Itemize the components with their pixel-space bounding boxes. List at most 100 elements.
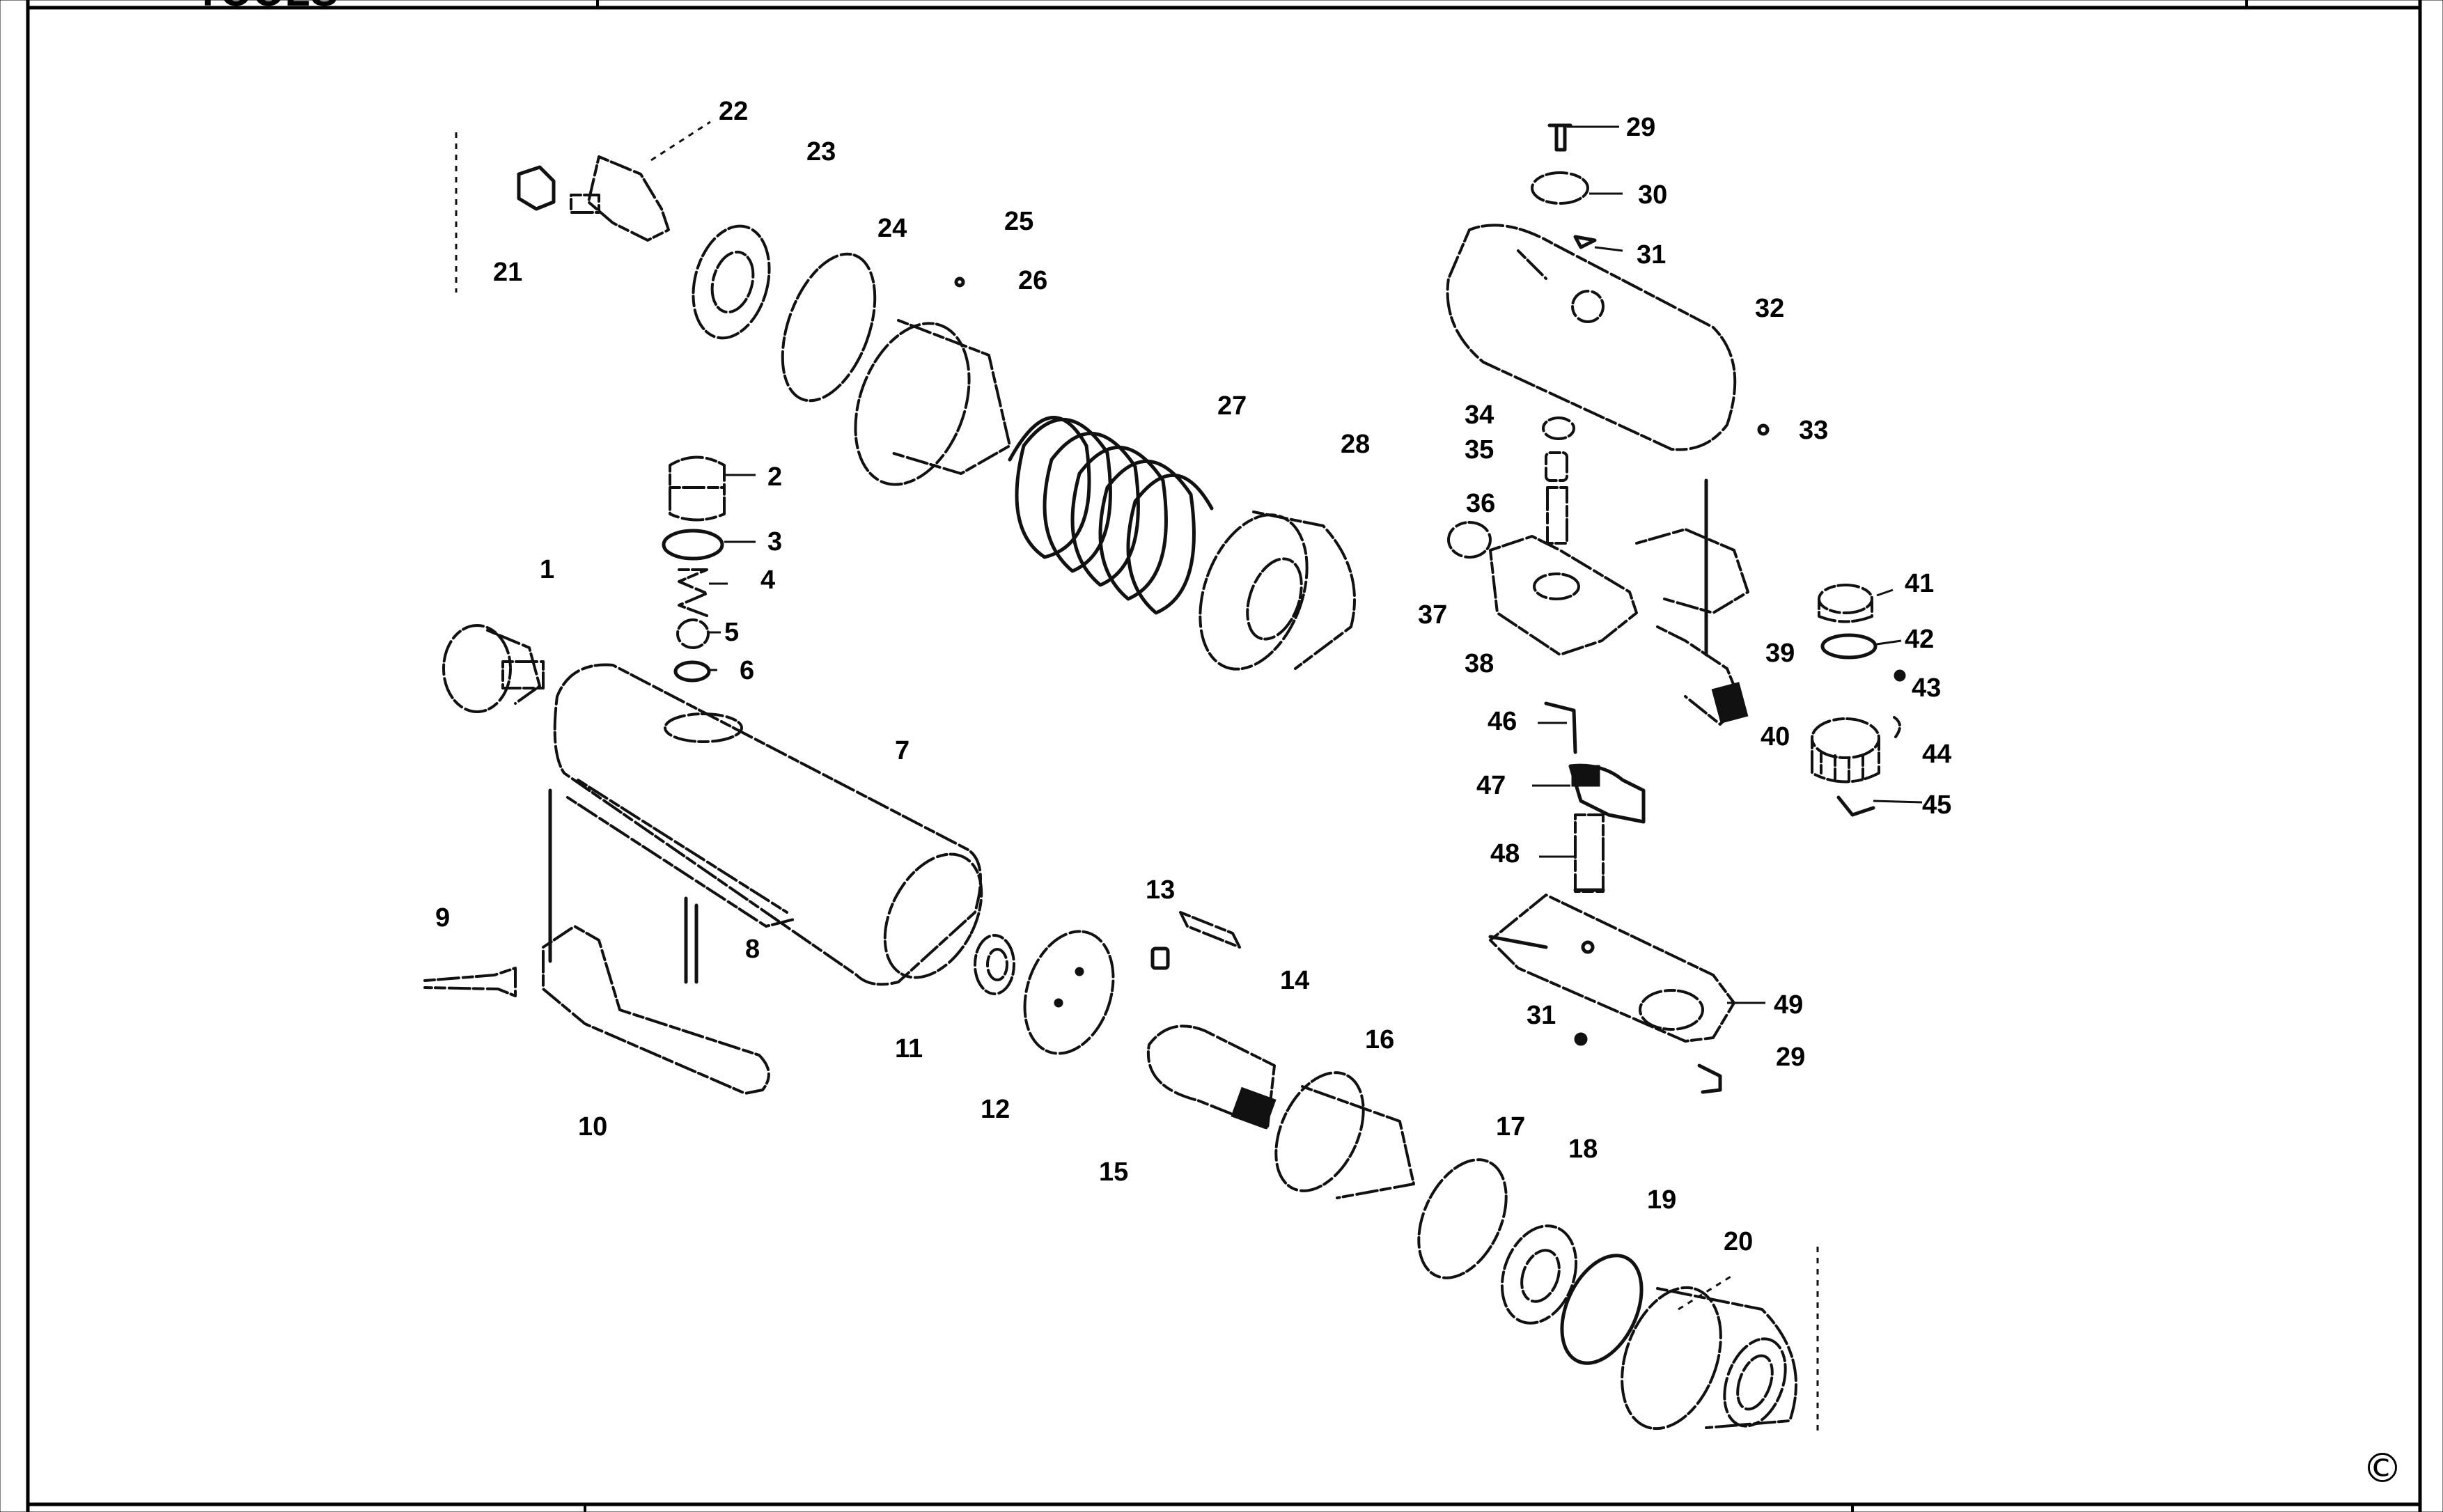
part-26-pin xyxy=(954,276,965,288)
copyright-symbol: © xyxy=(2362,1444,2403,1492)
part-24-ring xyxy=(781,252,877,403)
callout-c38: 38 xyxy=(1465,649,1494,678)
callout-c41: 41 xyxy=(1905,569,1934,598)
part-46-pin xyxy=(1544,701,1577,754)
part-23-bearing xyxy=(692,224,771,340)
callout-c40: 40 xyxy=(1761,722,1790,751)
part-49-lower-plate xyxy=(1488,894,1735,1043)
part-42-washer xyxy=(1820,633,1878,660)
part-9-fitting xyxy=(423,788,552,997)
parts-artwork xyxy=(423,123,1906,1435)
part-29-screw-top xyxy=(1547,123,1572,152)
callout-c39: 39 xyxy=(1765,639,1795,668)
callout-c37: 37 xyxy=(1418,600,1447,630)
callout-c2: 2 xyxy=(767,462,782,492)
callout-c24: 24 xyxy=(877,214,907,243)
callout-c19: 19 xyxy=(1647,1185,1676,1215)
part-45-spring-clip xyxy=(1836,795,1875,817)
callout-c9: 9 xyxy=(435,903,450,933)
callout-c26: 26 xyxy=(1018,266,1047,295)
part-5-valve xyxy=(676,618,710,649)
part-31-pin-bottom xyxy=(1574,1032,1588,1046)
callout-c32: 32 xyxy=(1755,294,1784,323)
callout-c3: 3 xyxy=(767,527,782,556)
callout-c22: 22 xyxy=(719,97,748,126)
part-18-bearing xyxy=(1500,1224,1578,1325)
callout-c29b: 29 xyxy=(1776,1043,1805,1072)
part-4-spring xyxy=(678,568,708,617)
callout-c44: 44 xyxy=(1922,740,1951,769)
callout-c34: 34 xyxy=(1465,400,1494,430)
callout-c23: 23 xyxy=(806,137,836,166)
part-17-end-plate xyxy=(1417,1158,1508,1279)
callout-c7: 7 xyxy=(895,736,910,765)
leader-lines xyxy=(650,120,1923,1311)
part-1-end-cap xyxy=(442,624,545,713)
part-11-bearing xyxy=(974,934,1015,995)
part-21-nut xyxy=(517,165,556,211)
brand-wordmark-fragment: TOOLS xyxy=(195,0,338,15)
callout-c12: 12 xyxy=(981,1095,1010,1124)
part-29-screw-bottom xyxy=(1697,1063,1722,1094)
part-32-head-housing xyxy=(1446,224,1737,451)
part-16-cylinder xyxy=(1274,1071,1415,1199)
part-48-shaft xyxy=(1573,813,1605,893)
callout-c49: 49 xyxy=(1774,990,1803,1020)
part-35-bushing xyxy=(1545,451,1568,482)
callout-c27: 27 xyxy=(1217,391,1247,421)
part-14-pin xyxy=(1150,946,1170,970)
part-10-lever xyxy=(542,925,770,1095)
part-12-end-plate xyxy=(1023,930,1115,1055)
part-2-plug xyxy=(669,455,726,522)
part-8-pin xyxy=(684,896,698,984)
callout-c10: 10 xyxy=(578,1112,607,1141)
part-20-gear-housing xyxy=(1621,1286,1797,1431)
callout-c25: 25 xyxy=(1004,207,1033,236)
callout-c33: 33 xyxy=(1799,416,1828,445)
part-37-yoke xyxy=(1489,486,1638,656)
callout-c20: 20 xyxy=(1724,1227,1753,1256)
callout-c31b: 31 xyxy=(1527,1001,1556,1030)
part-3-o-ring xyxy=(662,529,724,561)
callout-c35: 35 xyxy=(1465,435,1494,465)
part-6-o-ring xyxy=(673,660,711,683)
callout-c18: 18 xyxy=(1568,1135,1598,1164)
callout-c31a: 31 xyxy=(1637,240,1666,270)
callout-c14: 14 xyxy=(1280,966,1309,995)
part-41-cap xyxy=(1818,584,1873,623)
callout-c5: 5 xyxy=(724,618,739,647)
part-40-pawl xyxy=(1635,478,1749,726)
part-44-knob xyxy=(1811,717,1880,784)
callout-c47: 47 xyxy=(1476,771,1506,800)
part-47-pawl-block xyxy=(1568,763,1646,824)
part-7-housing xyxy=(553,663,983,986)
part-28-boot xyxy=(1199,511,1356,671)
callout-c8: 8 xyxy=(745,935,760,964)
callout-c46: 46 xyxy=(1488,707,1517,736)
callout-c15: 15 xyxy=(1099,1158,1128,1187)
callout-c30: 30 xyxy=(1638,180,1667,210)
part-13-vane xyxy=(1179,911,1241,949)
part-30-washer xyxy=(1531,171,1589,205)
callout-c43: 43 xyxy=(1912,673,1941,703)
callout-c1: 1 xyxy=(540,555,554,584)
part-33-pin xyxy=(1757,423,1770,436)
callout-c28: 28 xyxy=(1341,430,1370,459)
callout-c45: 45 xyxy=(1922,790,1951,820)
part-31-pin-top xyxy=(1573,235,1597,249)
callout-c29a: 29 xyxy=(1626,113,1655,142)
callout-c16: 16 xyxy=(1365,1025,1394,1054)
spring-coil xyxy=(1008,416,1214,615)
callout-c13: 13 xyxy=(1146,875,1175,905)
part-43-ball xyxy=(1894,669,1906,682)
callout-c21: 21 xyxy=(493,258,522,287)
callout-c48: 48 xyxy=(1490,839,1520,868)
callout-c4: 4 xyxy=(760,566,775,595)
callout-c42: 42 xyxy=(1905,625,1934,654)
part-34-washer xyxy=(1542,416,1575,440)
callout-c11: 11 xyxy=(895,1034,923,1063)
part-44-detent xyxy=(1893,716,1901,738)
